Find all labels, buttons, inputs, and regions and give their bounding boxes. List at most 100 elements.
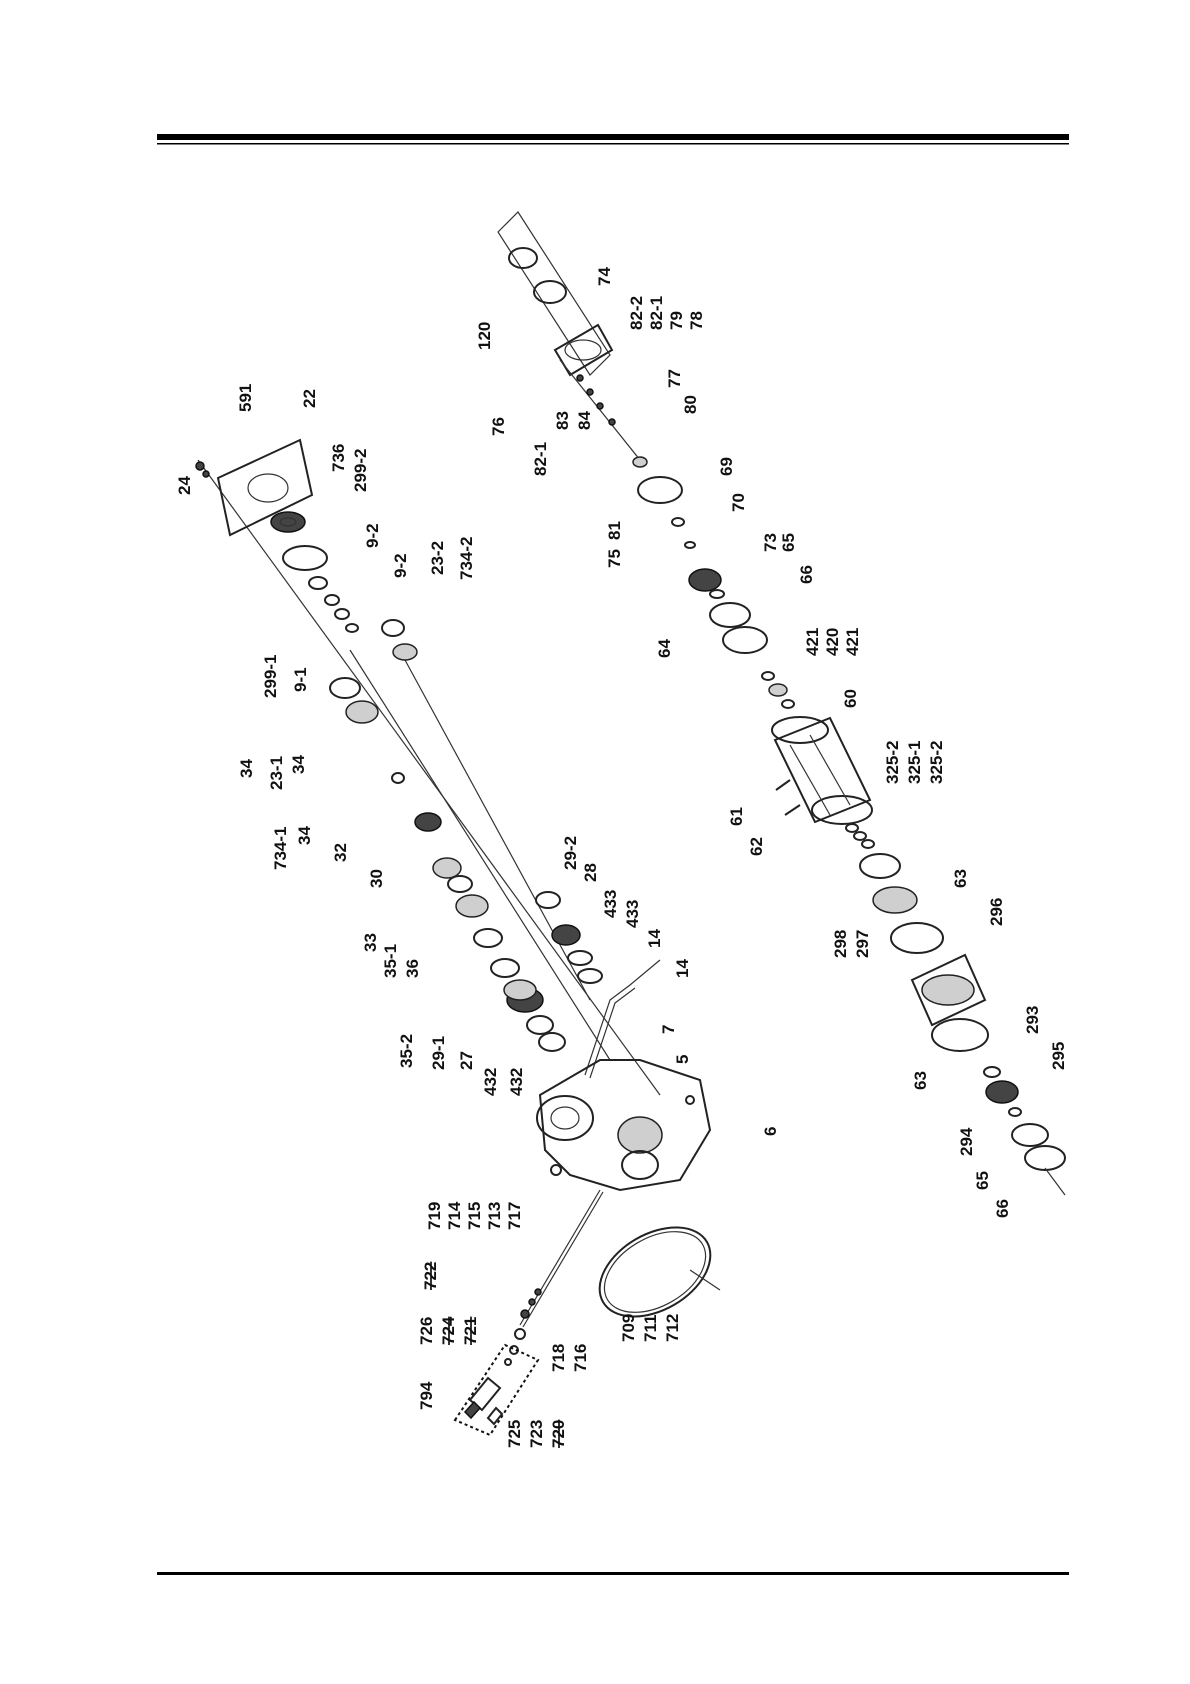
label-714: 714	[445, 1201, 464, 1230]
header-rule	[157, 134, 1069, 145]
label-709: 709	[619, 1314, 638, 1342]
label-14a: 14	[645, 929, 664, 948]
label-33: 33	[361, 933, 380, 952]
label-711: 711	[641, 1315, 660, 1342]
label-726: 726	[417, 1317, 436, 1345]
label-794: 794	[417, 1381, 436, 1410]
label-22: 22	[300, 389, 319, 408]
label-35-2: 35-2	[397, 1034, 416, 1068]
label-82-1a: 82-1	[647, 296, 666, 330]
label-299-2: 299-2	[351, 449, 370, 492]
label-720: 720	[549, 1420, 568, 1448]
upper-assembly	[195, 438, 661, 1096]
label-79: 79	[667, 311, 686, 330]
label-34c: 34	[295, 826, 314, 845]
label-75: 75	[605, 549, 624, 568]
label-9-2b: 9-2	[391, 553, 410, 578]
label-432b: 432	[507, 1068, 526, 1096]
part-labels: 24 591 22 736 299-2 9-2 9-2 23-2 734-2 2…	[175, 267, 1068, 1448]
label-64: 64	[655, 639, 674, 658]
label-433b: 433	[623, 900, 642, 928]
label-294: 294	[957, 1127, 976, 1156]
label-420: 420	[823, 628, 842, 656]
label-23-1: 23-1	[267, 756, 286, 790]
label-120: 120	[475, 322, 494, 350]
label-81: 81	[605, 521, 624, 540]
label-717: 717	[505, 1202, 524, 1230]
label-9-2a: 9-2	[363, 523, 382, 548]
label-713: 713	[485, 1202, 504, 1230]
label-82-1b: 82-1	[531, 442, 550, 476]
label-725: 725	[505, 1420, 524, 1448]
label-293: 293	[1023, 1006, 1042, 1034]
label-421a: 421	[803, 628, 822, 656]
lower-right-assembly	[771, 716, 1066, 1196]
label-734-1: 734-1	[271, 827, 290, 870]
pump-cover-assembly	[497, 211, 795, 709]
label-70: 70	[729, 493, 748, 512]
label-9-1: 9-1	[291, 667, 310, 692]
label-716: 716	[571, 1344, 590, 1372]
label-736: 736	[329, 444, 348, 472]
main-housing	[536, 1059, 721, 1318]
label-295: 295	[1049, 1042, 1068, 1070]
label-63a: 63	[951, 869, 970, 888]
label-65b: 65	[973, 1171, 992, 1190]
label-66b: 66	[993, 1199, 1012, 1218]
label-77: 77	[665, 369, 684, 388]
label-421b: 421	[843, 628, 862, 656]
label-65a: 65	[779, 533, 798, 552]
label-23-2: 23-2	[428, 541, 447, 575]
label-61: 61	[727, 807, 746, 826]
footer-rule	[157, 1572, 1069, 1575]
label-433a: 433	[601, 890, 620, 918]
label-734-2: 734-2	[457, 537, 476, 580]
label-74: 74	[595, 267, 614, 286]
label-82-2: 82-2	[627, 296, 646, 330]
label-5: 5	[673, 1055, 692, 1064]
label-69: 69	[717, 457, 736, 476]
label-30: 30	[367, 869, 386, 888]
label-325-2a: 325-2	[883, 741, 902, 784]
label-35-1: 35-1	[381, 944, 400, 978]
label-299-1: 299-1	[261, 655, 280, 698]
label-36: 36	[403, 959, 422, 978]
label-432a: 432	[481, 1068, 500, 1096]
label-29-2: 29-2	[561, 836, 580, 870]
label-24: 24	[175, 476, 194, 495]
label-296: 296	[987, 898, 1006, 926]
label-724: 724	[439, 1316, 458, 1345]
label-298: 298	[831, 930, 850, 958]
label-73: 73	[761, 533, 780, 552]
label-60: 60	[841, 689, 860, 708]
label-84: 84	[575, 411, 594, 430]
label-76: 76	[489, 417, 508, 436]
label-715: 715	[465, 1202, 484, 1230]
label-63b: 63	[911, 1071, 930, 1090]
label-29-1: 29-1	[429, 1036, 448, 1070]
label-723: 723	[527, 1420, 546, 1448]
label-80: 80	[681, 395, 700, 414]
label-591: 591	[236, 384, 255, 412]
valve-shaft-group	[453, 1189, 604, 1437]
label-719: 719	[425, 1202, 444, 1230]
label-712: 712	[663, 1314, 682, 1342]
label-28: 28	[581, 863, 600, 882]
label-14b: 14	[673, 959, 692, 978]
label-721: 721	[461, 1317, 480, 1345]
label-83: 83	[553, 411, 572, 430]
label-718: 718	[549, 1344, 568, 1372]
label-62: 62	[747, 837, 766, 856]
label-7: 7	[659, 1025, 678, 1034]
label-66a: 66	[797, 565, 816, 584]
label-78: 78	[687, 311, 706, 330]
label-297: 297	[853, 930, 872, 958]
label-34b: 34	[289, 755, 308, 774]
label-32: 32	[331, 843, 350, 862]
label-34a: 34	[237, 759, 256, 778]
label-6: 6	[761, 1127, 780, 1136]
label-27: 27	[457, 1051, 476, 1070]
label-325-1: 325-1	[905, 741, 924, 784]
